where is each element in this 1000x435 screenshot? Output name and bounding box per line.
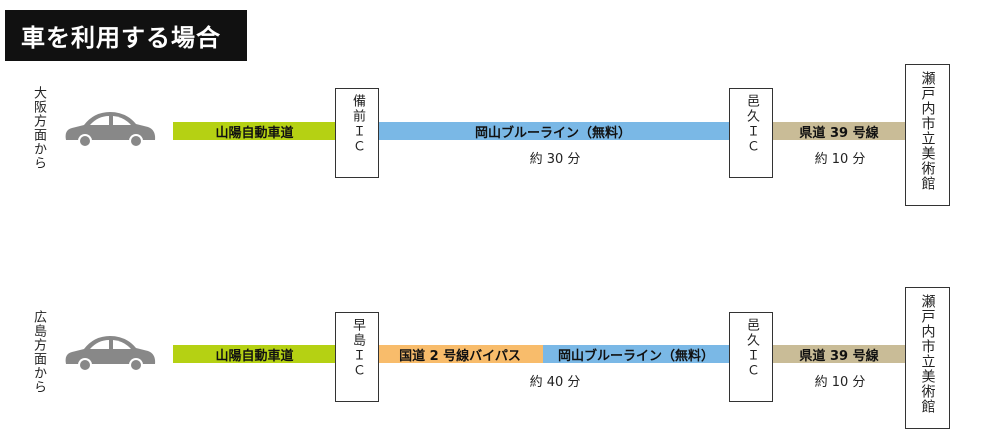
segment-okayama-blueline: 岡山ブルーライン（無料） [377,122,729,141]
destination-museum: 瀬戸内市立美術館 [905,287,950,429]
segment-okayama-blueline: 岡山ブルーライン（無料） [543,345,729,364]
interchange-bizen: 備前ＩＣ [335,88,379,178]
segment-prefectural-road-39: 県道 39 号線 [772,345,906,364]
travel-time: 約 10 分 [814,152,866,167]
interchange-oku: 邑久ＩＣ [729,88,773,178]
segment-prefectural-road-39: 県道 39 号線 [772,122,906,141]
interchange-hayashima: 早島ＩＣ [335,312,379,402]
segment-sanyo-expressway: 山陽自動車道 [173,345,336,364]
car-icon [65,336,156,372]
travel-time: 約 30 分 [529,152,581,167]
interchange-oku: 邑久ＩＣ [729,312,773,402]
destination-museum: 瀬戸内市立美術館 [905,64,950,206]
segment-sanyo-expressway: 山陽自動車道 [173,122,336,141]
car-icon [65,112,156,148]
travel-time: 約 40 分 [529,375,581,390]
origin-label: 広島方面から [31,310,46,394]
segment-route-2-bypass: 国道 2 号線バイパス [377,345,543,364]
page-title: 車を利用する場合 [5,10,247,61]
origin-label: 大阪方面から [31,86,46,170]
travel-time: 約 10 分 [814,375,866,390]
